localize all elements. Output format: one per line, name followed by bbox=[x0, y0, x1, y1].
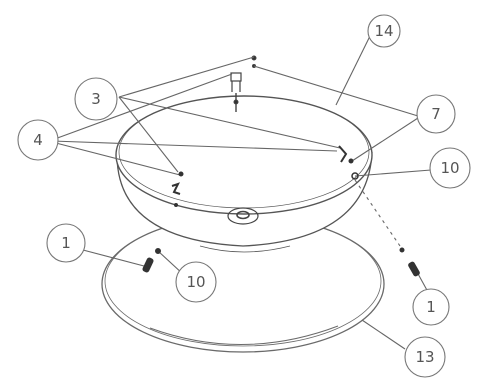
callout-14: 14 bbox=[367, 14, 401, 48]
callout-10-right: 10 bbox=[429, 147, 471, 189]
callout-7-label: 7 bbox=[431, 105, 441, 123]
callout-3-label: 3 bbox=[91, 90, 101, 108]
callout-4-label: 4 bbox=[33, 131, 43, 149]
callout-10-right-label: 10 bbox=[440, 159, 459, 177]
callout-10-left-label: 10 bbox=[186, 273, 205, 291]
callout-14-label: 14 bbox=[374, 22, 393, 40]
callout-4: 4 bbox=[17, 119, 59, 161]
leader-lines bbox=[51, 33, 432, 350]
center-hub bbox=[227, 207, 259, 225]
top-bracket bbox=[230, 55, 257, 112]
callout-13: 13 bbox=[404, 336, 446, 378]
callout-3: 3 bbox=[74, 77, 118, 121]
callout-1-right: 1 bbox=[412, 288, 450, 326]
callout-13-label: 13 bbox=[415, 348, 434, 366]
callout-1-right-label: 1 bbox=[426, 298, 436, 316]
callout-1-left: 1 bbox=[46, 223, 86, 263]
callout-1-left-label: 1 bbox=[61, 234, 71, 252]
callout-7: 7 bbox=[416, 94, 456, 134]
callout-10-left: 10 bbox=[175, 261, 217, 303]
upper-dish bbox=[115, 95, 373, 253]
hardware-parts bbox=[142, 145, 420, 277]
